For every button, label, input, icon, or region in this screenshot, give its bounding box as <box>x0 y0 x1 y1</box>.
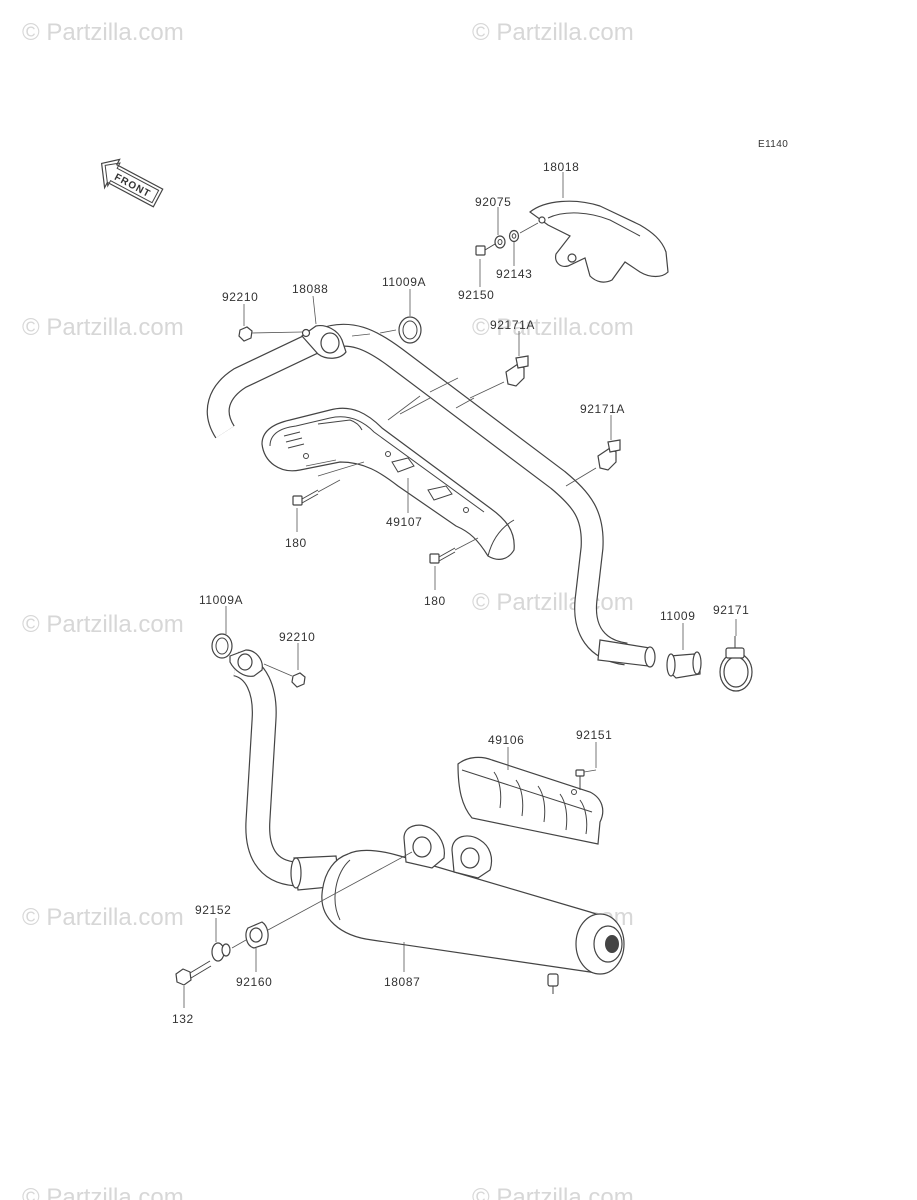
bolt-180-a <box>292 489 319 506</box>
part-label-92150: 92150 <box>458 288 494 302</box>
part-label-92210-top: 92210 <box>222 290 258 304</box>
washer-92075 <box>494 235 506 249</box>
screw-92151 <box>575 769 585 790</box>
nut-92210-top <box>238 326 253 342</box>
front-arrow-icon: FRONT <box>100 158 164 208</box>
flange-18088 <box>301 325 347 359</box>
part-label-18018: 18018 <box>543 160 579 174</box>
part-label-92075: 92075 <box>475 195 511 209</box>
washer-92152 <box>211 942 231 962</box>
watermark: © Partzilla.com <box>22 314 184 341</box>
part-label-180-b: 180 <box>424 594 446 608</box>
part-label-49107: 49107 <box>386 515 422 529</box>
part-label-49106: 49106 <box>488 733 524 747</box>
collar-92160 <box>245 921 269 949</box>
exhaust-pipe-rear <box>232 651 341 891</box>
bolt-92150 <box>475 243 496 256</box>
part-label-92143: 92143 <box>496 267 532 281</box>
part-label-92171a-a: 92171A <box>490 318 535 332</box>
sleeve-gasket-11009 <box>666 651 702 679</box>
part-label-11009: 11009 <box>660 609 695 623</box>
part-label-92160: 92160 <box>236 975 272 989</box>
watermark: © Partzilla.com <box>22 19 184 46</box>
part-labels: 18018 92075 92143 92150 92210 18088 1100… <box>172 160 749 1026</box>
clamp-92171 <box>719 636 753 692</box>
bolt-180-b <box>429 547 456 564</box>
nut-92210-bottom <box>291 672 306 688</box>
part-label-92171a-b: 92171A <box>580 402 625 416</box>
part-label-92171: 92171 <box>713 603 749 617</box>
part-label-18088: 18088 <box>292 282 328 296</box>
watermark: © Partzilla.com <box>472 1184 634 1200</box>
gasket-11009a-top <box>398 316 422 344</box>
part-label-92151: 92151 <box>576 728 612 742</box>
gasket-11009a-bottom <box>211 633 233 659</box>
watermark: © Partzilla.com <box>472 314 634 341</box>
heat-guard-bracket <box>529 200 669 283</box>
part-label-18087: 18087 <box>384 975 420 989</box>
watermark: © Partzilla.com <box>472 19 634 46</box>
watermark: © Partzilla.com <box>22 904 184 931</box>
clamp-bracket-92171a-b <box>597 439 621 471</box>
watermark: © Partzilla.com <box>472 589 634 616</box>
part-label-180-a: 180 <box>285 536 307 550</box>
exhaust-pipe-front <box>206 323 656 668</box>
watermark-layer: © Partzilla.com © Partzilla.com © Partzi… <box>22 19 634 1200</box>
flange-bottom <box>229 649 263 677</box>
watermark: © Partzilla.com <box>22 1184 184 1200</box>
heat-shield-49107 <box>261 407 515 560</box>
figure-code: E1140 <box>758 139 788 150</box>
part-label-92152: 92152 <box>195 903 231 917</box>
part-label-11009a-bottom: 11009A <box>199 593 243 607</box>
watermark: © Partzilla.com <box>22 611 184 638</box>
part-label-11009a-top: 11009A <box>382 275 426 289</box>
muffler-18087 <box>321 824 625 994</box>
clamp-bracket-92171a-a <box>505 355 529 387</box>
nut-92143 <box>508 229 520 243</box>
part-label-92210-bottom: 92210 <box>279 630 315 644</box>
part-label-132: 132 <box>172 1012 194 1026</box>
heat-shield-49106 <box>457 756 604 845</box>
bolt-132 <box>175 960 212 986</box>
